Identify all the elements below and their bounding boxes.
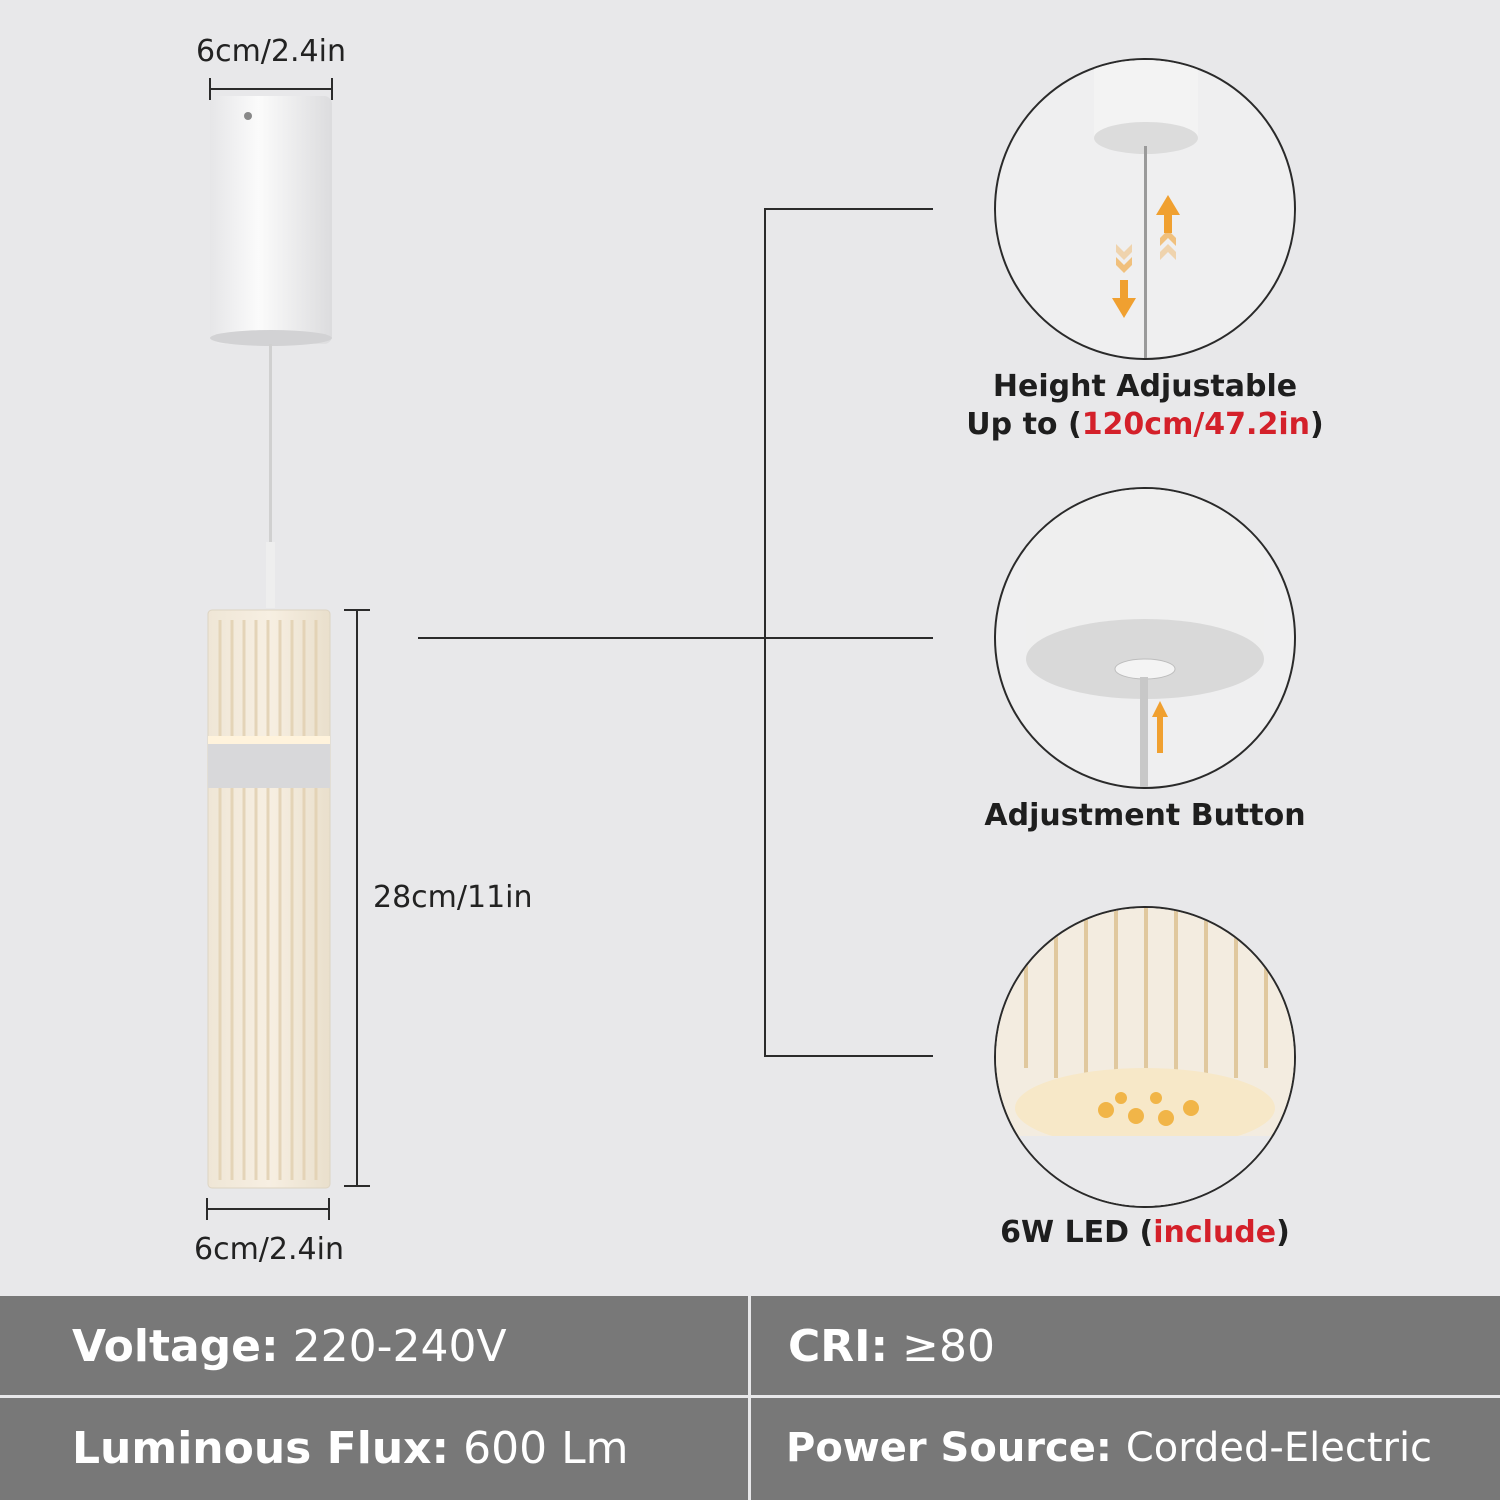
led-caption: 6W LED (include) — [935, 1214, 1355, 1252]
connector-top — [764, 208, 933, 210]
adjustment-button-caption: Adjustment Button — [984, 798, 1306, 833]
caption-suffix: ) — [1276, 1215, 1290, 1250]
connector-main — [418, 637, 933, 639]
spec-luminous-flux: Luminous Flux:600 Lm — [72, 1398, 628, 1498]
spec-label: Power Source: — [786, 1425, 1112, 1471]
dimension-tick — [331, 78, 333, 100]
spec-label: CRI: — [788, 1320, 889, 1372]
caption-highlight: 120cm/47.2in — [1081, 407, 1310, 442]
pendant-lamp-drawing — [207, 96, 332, 1189]
spec-voltage: Voltage:220-240V — [72, 1296, 507, 1396]
spec-cri: CRI:≥80 — [788, 1296, 995, 1396]
down-arrow-icon — [1112, 244, 1136, 318]
caption-highlight: include — [1153, 1215, 1277, 1250]
caption-prefix: 6W LED ( — [1000, 1215, 1154, 1250]
height-detail-drawing — [1094, 60, 1198, 358]
connector-bottom — [764, 1055, 933, 1057]
spec-label: Voltage: — [72, 1320, 279, 1372]
detail-circle-button — [994, 487, 1296, 789]
detail-circle-led — [994, 906, 1296, 1208]
dimension-line-canopy — [210, 88, 332, 90]
height-adjustable-caption: Height Adjustable Up to (120cm/47.2in) — [935, 368, 1355, 444]
shade-height-label: 28cm/11in — [373, 880, 533, 915]
up-arrow-icon — [1152, 701, 1168, 753]
spec-value: Corded-Electric — [1125, 1425, 1433, 1471]
spec-divider-horizontal — [0, 1395, 1500, 1398]
dimension-tick — [209, 78, 211, 100]
dimension-tick — [206, 1198, 208, 1220]
dimension-line-shade-height — [356, 610, 358, 1186]
caption-line: Height Adjustable — [992, 369, 1298, 404]
spec-label: Luminous Flux: — [72, 1422, 450, 1474]
connector-vertical — [764, 208, 766, 1056]
dimension-tick — [344, 609, 370, 611]
led-detail-drawing — [996, 908, 1294, 1206]
dimension-tick — [344, 1185, 370, 1187]
up-arrow-icon — [1156, 195, 1180, 260]
spec-table: Voltage:220-240V CRI:≥80 Luminous Flux:6… — [0, 1296, 1500, 1500]
shade-width-label: 6cm/2.4in — [194, 1232, 344, 1267]
caption-prefix: Up to ( — [966, 407, 1082, 442]
button-detail-drawing — [1026, 489, 1264, 787]
detail-circle-height — [994, 58, 1296, 360]
dimension-tick — [328, 1198, 330, 1220]
dimension-line-shade-width — [207, 1208, 329, 1210]
spec-divider-vertical — [748, 1296, 751, 1500]
spec-value: 220-240V — [292, 1320, 507, 1372]
spec-value: ≥80 — [902, 1320, 995, 1372]
spec-power-source: Power Source: Corded-Electric — [786, 1398, 1432, 1498]
canopy-width-label: 6cm/2.4in — [196, 34, 346, 69]
spec-value: 600 Lm — [463, 1422, 629, 1474]
caption-line: Up to (120cm/47.2in) — [935, 406, 1355, 444]
caption-suffix: ) — [1309, 407, 1324, 442]
